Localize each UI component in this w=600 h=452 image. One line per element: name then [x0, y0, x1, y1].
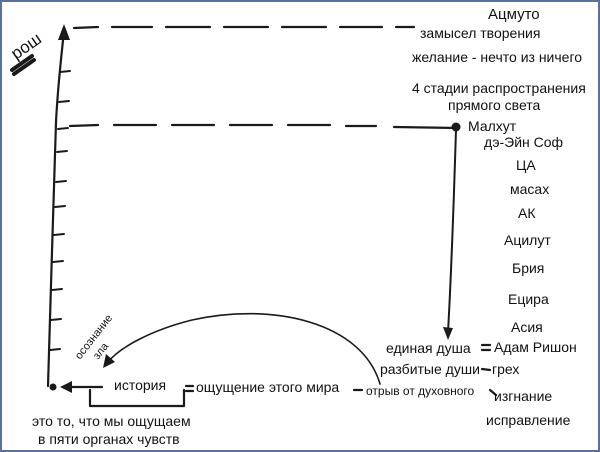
label-grekh: грех [492, 361, 519, 377]
label-razbitye-dushi: разбитые души [380, 361, 480, 377]
axis-tick-marks [49, 70, 71, 351]
label-edinaya-dusha: единая душа [386, 340, 471, 356]
origin-point [49, 383, 57, 391]
label-explain-line2: в пяти органах чувств [38, 431, 180, 447]
vertical-axis-arrow-icon [58, 24, 70, 40]
label-beria: Брия [512, 260, 544, 276]
label-atzmuto: Ацмуто [488, 6, 540, 23]
vertical-axis-line [46, 28, 66, 388]
bracket [88, 388, 186, 408]
label-zamysel: замысел творения [420, 25, 540, 41]
label-atzilut: Ацилут [504, 232, 551, 248]
label-assiya: Асия [511, 319, 543, 335]
label-zhelanie: желание - нечто из ничего [412, 49, 582, 65]
middle-dashed-line [68, 123, 460, 130]
descent-line [447, 129, 457, 333]
label-ak: АК [518, 205, 536, 221]
label-pryamogo-sveta: прямого света [448, 97, 541, 113]
label-izgnanie: изгнание [494, 388, 552, 404]
label-tsa: ЦА [516, 157, 536, 173]
label-malkhut: Малхут [468, 118, 517, 134]
label-oshchushchenie: ощущение этого мира [196, 379, 339, 395]
malkhut-point [451, 122, 461, 132]
label-4-stadii: 4 стадии распространения [412, 80, 586, 96]
descent-arrow-icon [443, 327, 453, 340]
label-otryv: отрыв от духовного [366, 384, 474, 398]
label-yetzira: Ецира [508, 291, 549, 307]
label-explain-line1: это то, что мы ощущаем [32, 413, 191, 429]
axis-label-underline [10, 54, 36, 76]
label-masakh: масах [510, 181, 549, 197]
connector-marks [184, 343, 498, 397]
awareness-arc-arrow-icon [103, 354, 115, 368]
label-ispravlenie: исправление [486, 412, 571, 428]
label-ein-sof: дэ-Эйн Соф [484, 134, 563, 150]
history-arrow-icon [60, 381, 72, 393]
label-istoriya: история [114, 377, 166, 393]
awareness-arc [107, 312, 381, 385]
top-dashed-line [72, 25, 416, 30]
label-adam-rishon: Адам Ришон [494, 339, 577, 355]
